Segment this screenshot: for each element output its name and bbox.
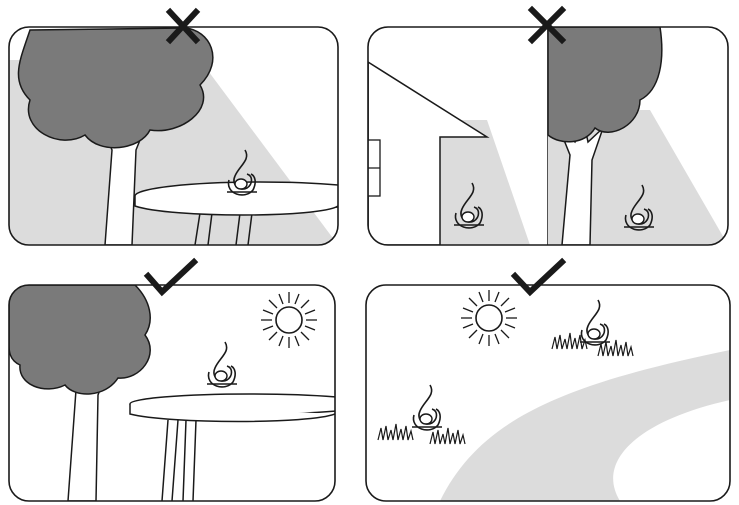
panel-shade-under-tree (9, 12, 385, 245)
sun-icon (261, 292, 317, 348)
sun-icon (461, 290, 517, 346)
panel-sun-on-lawn (366, 262, 730, 501)
panel-shade-beside-house (368, 10, 728, 245)
panel-sun-table-near-tree (9, 262, 370, 501)
